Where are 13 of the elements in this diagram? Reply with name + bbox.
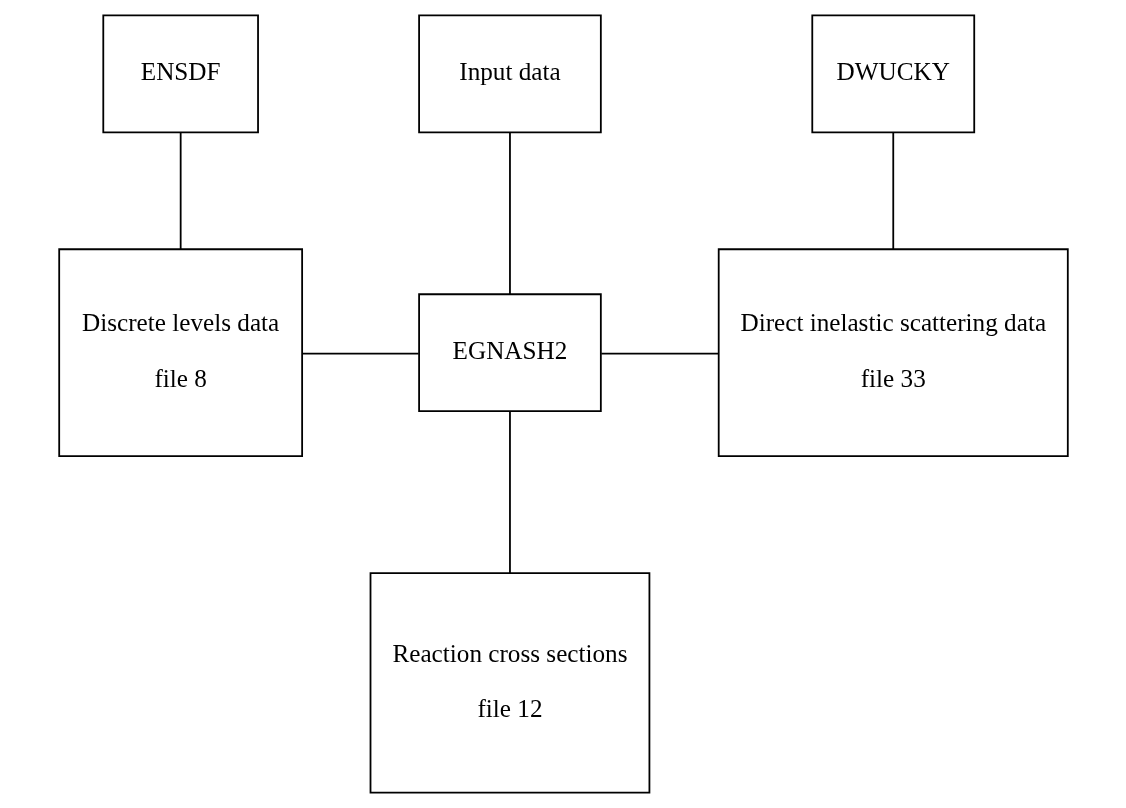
node-box: EGNASH2 (417, 293, 602, 413)
connector (599, 352, 719, 355)
node-box: Discrete levels data file 8 (57, 248, 303, 458)
node-box: Direct inelastic scattering data file 33 (717, 248, 1069, 458)
node-box: Input data (417, 14, 602, 134)
connector (508, 410, 511, 574)
node-box: DWUCKY (810, 14, 975, 134)
connector (508, 132, 511, 295)
connector (179, 132, 182, 251)
node-box: Reaction cross sections file 12 (369, 572, 650, 794)
node-box: ENSDF (101, 14, 259, 134)
connector (300, 352, 420, 355)
connector (891, 132, 894, 251)
